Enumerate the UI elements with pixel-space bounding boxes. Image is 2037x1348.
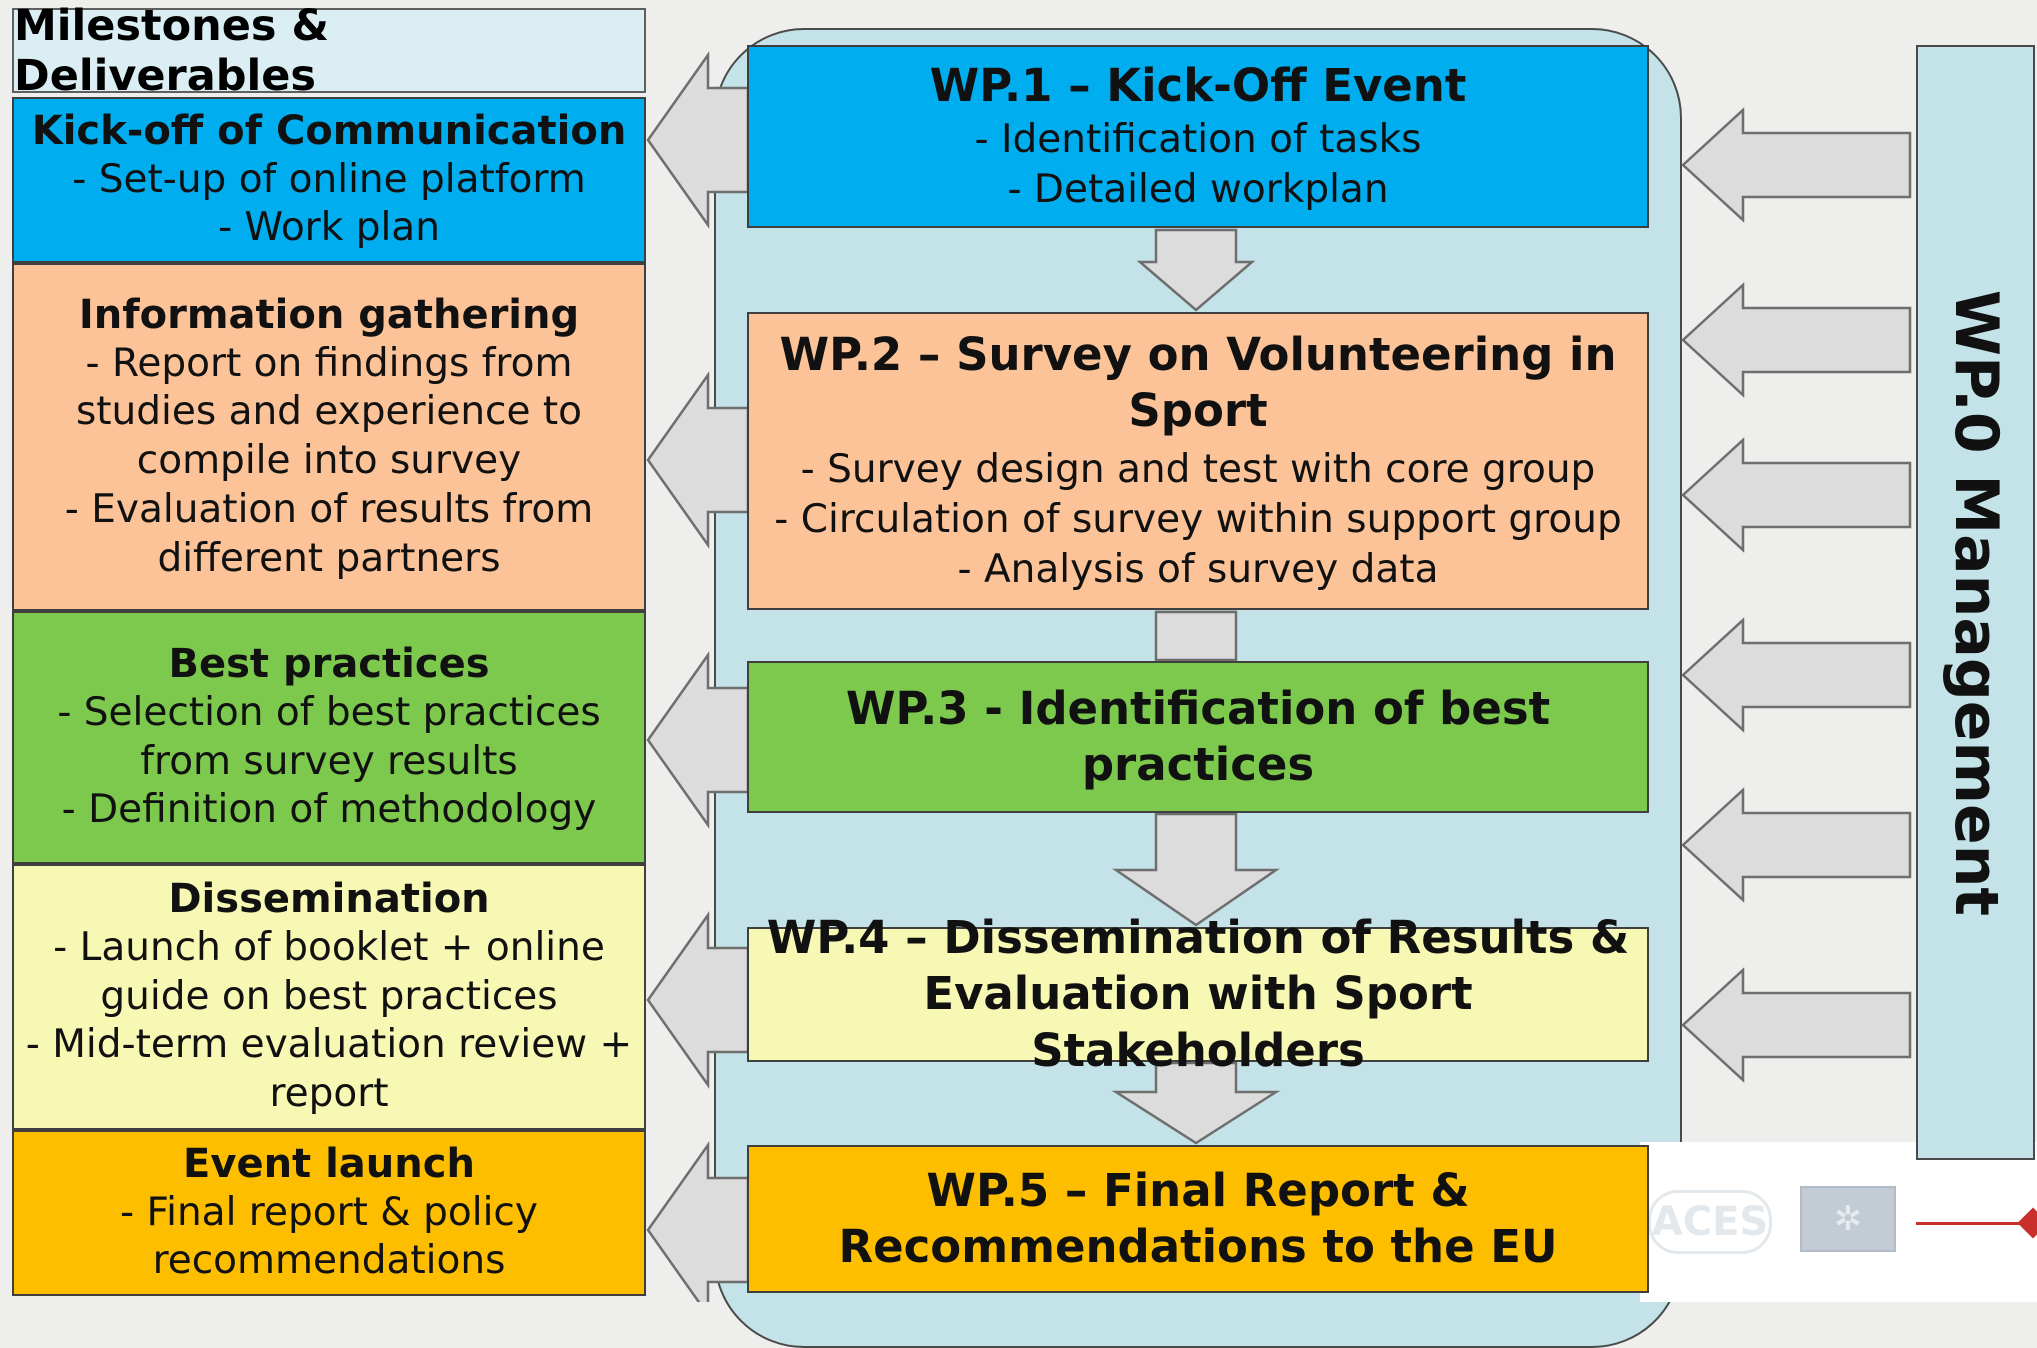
management-label: WP.0 Management — [1940, 289, 2011, 916]
milestone-event-launch: Event launch - Final report & policy rec… — [12, 1130, 646, 1296]
left-arrow — [1681, 967, 1912, 1083]
workpackage-title: Evaluation with Sport Stakeholders — [923, 967, 1473, 1077]
milestone-information-gathering: Information gathering - Report on findin… — [12, 263, 646, 611]
milestone-line: different partners — [157, 535, 501, 581]
left-arrow — [646, 371, 750, 549]
milestone-line: report — [269, 1071, 389, 1117]
workpackage-0-management: WP.0 Management — [1916, 45, 2035, 1160]
workpackage-line: - Circulation of survey within support g… — [774, 497, 1622, 543]
milestone-line: from survey results — [140, 738, 518, 784]
workpackage-4-dissemination: WP.4 – Dissemination of Results & Evalua… — [747, 911, 1649, 1077]
milestone-line: - Report on findings from — [85, 340, 573, 386]
eu-flag-logo: ✲ — [1800, 1186, 1896, 1252]
milestone-best-practices: Best practices - Selection of best pract… — [12, 611, 646, 864]
down-arrow — [1111, 812, 1281, 927]
workpackage-title: WP.2 – Survey on Volunteering in — [779, 327, 1617, 381]
left-arrow — [646, 1141, 750, 1302]
milestone-line: - Set-up of online platform — [72, 156, 586, 202]
milestone-line: - Launch of booklet + online — [53, 924, 605, 970]
milestone-line: - Mid-term evaluation review + — [25, 1022, 633, 1068]
milestone-line: - Definition of methodology — [61, 787, 597, 833]
milestone-line: compile into survey — [136, 438, 522, 484]
milestone-title: Best practices — [168, 640, 490, 687]
workpackage-title: WP.4 – Dissemination of Results & — [766, 911, 1630, 965]
milestone-line: - Final report & policy — [120, 1189, 538, 1235]
workpackage-line: - Survey design and test with core group — [800, 447, 1596, 493]
workpackage-title: WP.3 - Identification of best practices — [845, 681, 1551, 791]
left-arrow — [1681, 107, 1912, 223]
milestone-line: guide on best practices — [100, 973, 558, 1019]
workpackage-title: Recommendations to the EU — [838, 1220, 1558, 1273]
workpackage-title: Sport — [1128, 384, 1268, 438]
milestone-title: Information gathering — [78, 291, 580, 338]
milestone-title: Event launch — [183, 1140, 475, 1187]
left-arrow — [1681, 437, 1912, 553]
milestone-line: - Selection of best practices — [57, 689, 601, 735]
milestone-line: - Work plan — [218, 205, 440, 251]
workpackage-title: WP.1 – Kick-Off Event — [929, 59, 1467, 113]
workpackage-line: - Identification of tasks — [974, 116, 1422, 162]
milestone-title: Dissemination — [168, 876, 490, 923]
left-arrow — [646, 911, 750, 1089]
down-arrow — [1136, 228, 1256, 312]
milestones-header: Milestones & Deliverables — [12, 1, 646, 101]
workpackage-title: WP.5 – Final Report & — [926, 1163, 1470, 1217]
milestone-kickoff-communication: Kick-off of Communication - Set-up of on… — [12, 97, 646, 263]
milestone-line: studies and experience to — [75, 389, 583, 435]
left-arrow — [646, 651, 750, 829]
red-line-decoration — [1916, 1222, 2021, 1225]
workpackage-5-final-report: WP.5 – Final Report & Recommendations to… — [747, 1145, 1649, 1293]
milestone-line: recommendations — [152, 1238, 506, 1284]
workpackage-line: - Analysis of survey data — [957, 547, 1439, 593]
left-arrow — [1681, 282, 1912, 398]
milestone-line: - Evaluation of results from — [64, 486, 594, 532]
milestone-dissemination: Dissemination - Launch of booklet + onli… — [12, 864, 646, 1130]
workpackage-1-kickoff: WP.1 – Kick-Off Event - Identification o… — [747, 45, 1649, 228]
workpackage-3-best-practices: WP.3 - Identification of best practices — [747, 661, 1649, 813]
workpackage-line: - Detailed workplan — [1007, 166, 1389, 212]
milestone-title: Kick-off of Communication — [31, 107, 627, 154]
left-arrow — [1681, 617, 1912, 733]
down-arrow — [1111, 1061, 1281, 1145]
milestones-header-title: Milestones & Deliverables — [14, 0, 329, 101]
workpackage-2-survey: WP.2 – Survey on Volunteering in Sport -… — [747, 312, 1649, 610]
aces-logo: ACES — [1648, 1190, 1772, 1254]
left-arrow — [1681, 787, 1912, 903]
left-arrow — [646, 51, 750, 229]
connector-bar — [1154, 610, 1238, 662]
